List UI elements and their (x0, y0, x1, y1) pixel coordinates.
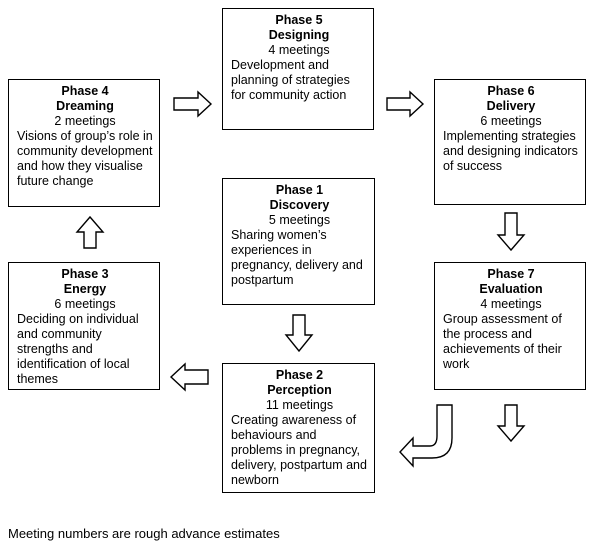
arrow-phase3-to-phase4 (75, 215, 105, 249)
phase-1-description: Sharing women’s experiences in pregnancy… (231, 228, 363, 287)
phase-4-description: Visions of group’s role in community dev… (17, 129, 153, 188)
arrow-phase7-down (496, 404, 526, 443)
footnote: Meeting numbers are rough advance estima… (8, 526, 280, 541)
phase-7-name: Evaluation (479, 282, 543, 296)
phase-3-name: Energy (63, 282, 107, 296)
phase-3-description: Deciding on individual and community str… (17, 312, 139, 386)
phase-6-box: Phase 6 Delivery 6 meetings Implementing… (434, 79, 586, 205)
phase-5-name: Designing (268, 28, 330, 42)
arrow-phase1-to-phase2 (284, 314, 314, 353)
phase-1-title: Phase 1 (275, 183, 324, 197)
phase-3-box: Phase 3 Energy 6 meetings Deciding on in… (8, 262, 160, 390)
phase-1-box: Phase 1 Discovery 5 meetings Sharing wom… (222, 178, 375, 305)
phase-2-description: Creating awareness of behaviours and pro… (231, 413, 367, 487)
phase-7-meetings: 4 meetings (480, 297, 542, 311)
phase-2-title: Phase 2 (275, 368, 324, 382)
phase-1-name: Discovery (269, 198, 330, 212)
phase-1-meetings: 5 meetings (268, 213, 331, 227)
phase-2-meetings: 11 meetings (265, 398, 334, 412)
phase-7-title: Phase 7 (487, 267, 535, 281)
phase-4-box: Phase 4 Dreaming 2 meetings Visions of g… (8, 79, 160, 207)
phase-5-description: Development and planning of strategies f… (231, 58, 350, 102)
phase-7-description: Group assessment of the process and achi… (443, 312, 562, 371)
phase-6-name: Delivery (486, 99, 536, 113)
phase-4-title: Phase 4 (61, 84, 109, 98)
arrow-phase2-to-phase3 (169, 362, 209, 392)
arrow-phase7-to-phase2 (399, 404, 453, 468)
phase-6-description: Implementing strategies and designing in… (443, 129, 578, 173)
phase-5-meetings: 4 meetings (268, 43, 330, 57)
arrow-phase6-to-phase7 (496, 212, 526, 252)
phase-4-name: Dreaming (56, 99, 114, 113)
phase-4-meetings: 2 meetings (54, 114, 116, 128)
phase-2-box: Phase 2 Perception 11 meetings Creating … (222, 363, 375, 493)
phase-3-title: Phase 3 (61, 267, 109, 281)
phase-5-box: Phase 5 Designing 4 meetings Development… (222, 8, 374, 130)
arrow-phase4-to-phase5 (173, 90, 213, 118)
phase-2-name: Perception (267, 383, 332, 397)
phase-3-meetings: 6 meetings (54, 297, 116, 311)
arrow-phase5-to-phase6 (386, 90, 425, 118)
phase-6-meetings: 6 meetings (480, 114, 542, 128)
phase-6-title: Phase 6 (487, 84, 535, 98)
phase-5-title: Phase 5 (275, 13, 323, 27)
phase-7-box: Phase 7 Evaluation 4 meetings Group asse… (434, 262, 586, 390)
